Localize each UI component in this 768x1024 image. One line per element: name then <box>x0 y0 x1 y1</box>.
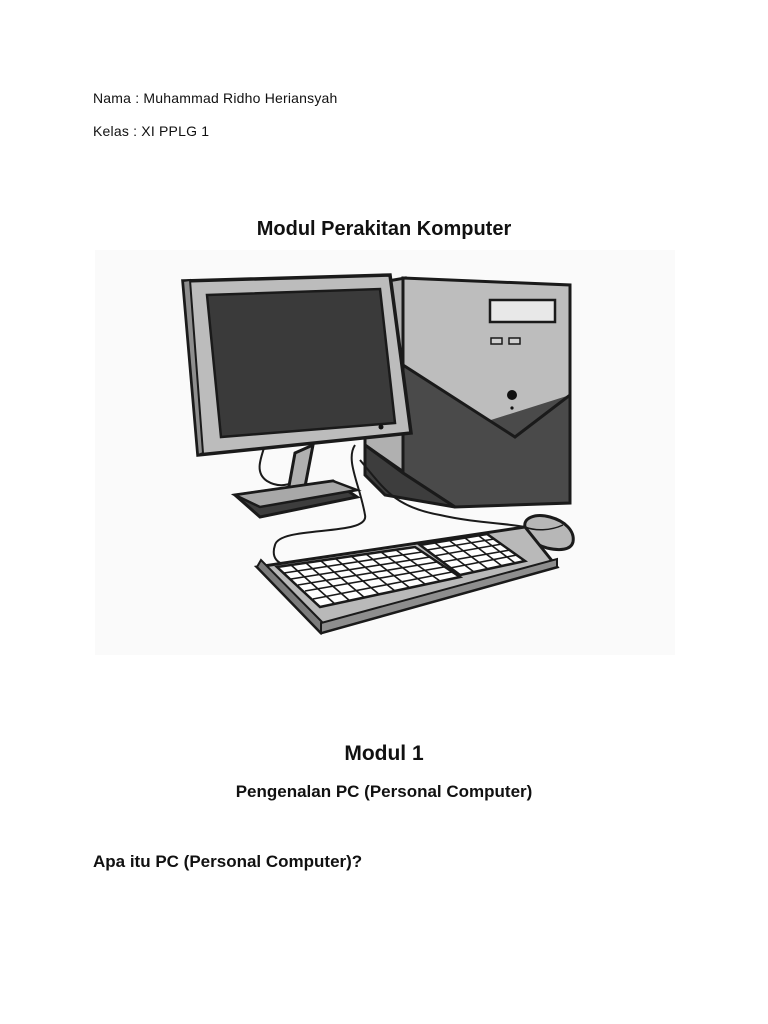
keyboard-icon <box>253 525 560 636</box>
student-class: Kelas : XI PPLG 1 <box>93 123 210 139</box>
monitor-screen <box>205 287 397 439</box>
monitor-icon <box>181 273 526 566</box>
power-button-icon <box>507 390 517 400</box>
student-name: Nama : Muhammad Ridho Heriansyah <box>93 90 338 106</box>
drive-bay <box>488 298 557 324</box>
document-title: Modul Perakitan Komputer <box>256 218 512 240</box>
module-heading: Modul 1 <box>344 742 424 765</box>
section-question: Apa itu PC (Personal Computer)? <box>93 852 363 871</box>
module-subtitle: Pengenalan PC (Personal Computer) <box>235 782 533 801</box>
desktop-computer-illustration <box>95 250 675 655</box>
